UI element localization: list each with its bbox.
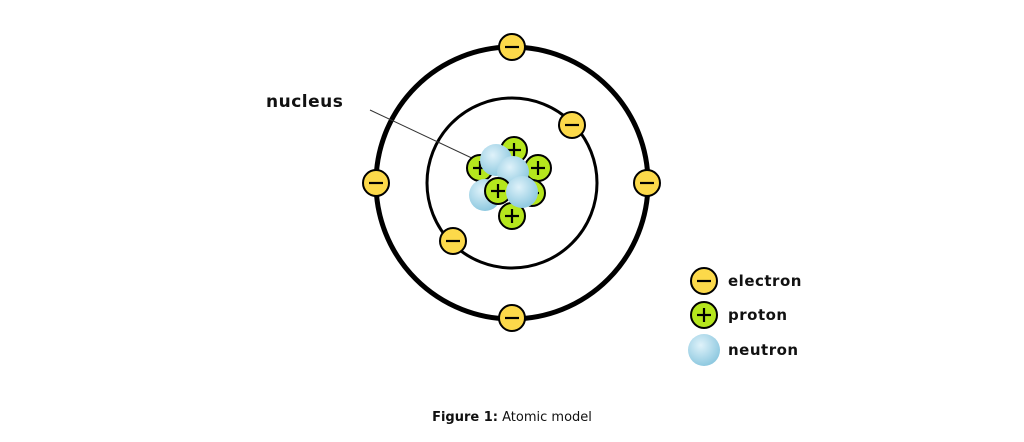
electron-icon: [498, 33, 526, 61]
electron-icon: [558, 111, 586, 139]
legend-electron-label: electron: [728, 272, 802, 290]
nucleus-label: nucleus: [266, 92, 344, 112]
electron-icon: [439, 227, 467, 255]
electron-icon: [690, 267, 718, 295]
caption-text: Atomic model: [502, 410, 592, 425]
legend-neutron-label: neutron: [728, 341, 799, 359]
electron-icon: [498, 304, 526, 332]
neutron-icon: [506, 176, 538, 208]
proton-icon: [484, 177, 512, 205]
figure-caption: Figure 1: Atomic model: [0, 410, 1024, 425]
caption-prefix: Figure 1:: [432, 410, 498, 425]
nucleus-pointer-line: [369, 109, 477, 161]
inner-orbit: [425, 96, 599, 270]
electron-icon: [633, 169, 661, 197]
neutron-icon: [688, 334, 720, 366]
legend-proton-label: proton: [728, 306, 788, 324]
proton-icon: [524, 154, 552, 182]
proton-icon: [690, 301, 718, 329]
electron-icon: [362, 169, 390, 197]
